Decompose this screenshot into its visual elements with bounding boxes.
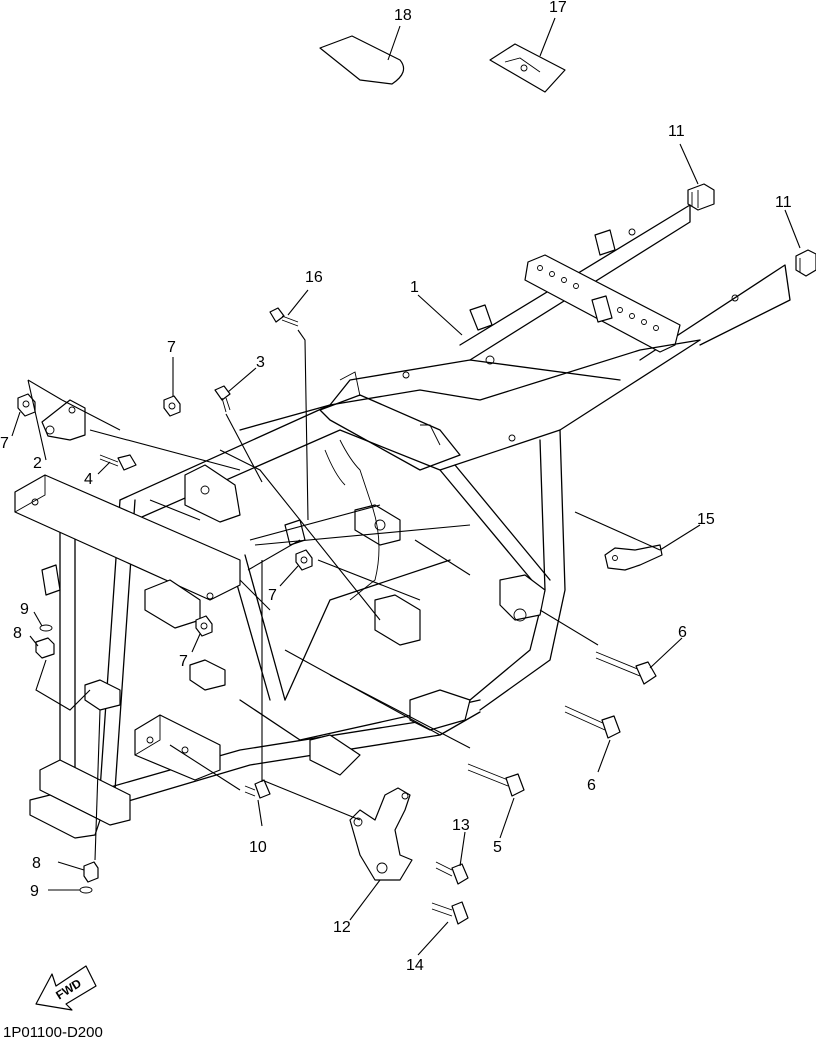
part-11-cap-left [687,183,715,211]
part-15-bracket [604,544,663,571]
part-11-cap-right [795,249,816,277]
callout-13: 13 [452,817,470,834]
callout-labels: 18 17 11 11 1 16 3 7 7 2 4 15 7 9 8 7 6 … [0,0,792,974]
callout-3: 3 [256,354,265,371]
part-13-bolt [435,861,469,885]
part-9-oring-lower [79,886,93,894]
callout-5: 5 [493,839,502,856]
callout-8-lower: 8 [32,855,41,872]
part-3-bolt [214,385,231,413]
part-10-bolt [244,779,271,799]
callout-4: 4 [84,471,93,488]
callout-16: 16 [305,269,323,286]
part-4-bolt [99,454,137,471]
callout-11-right: 11 [775,194,792,211]
callout-1: 1 [410,279,419,296]
callout-17: 17 [549,0,567,16]
callout-7-left: 7 [0,435,9,452]
callout-18: 18 [394,7,412,24]
callout-8-upper: 8 [13,625,22,642]
part-6-bolt-upper [595,651,657,685]
cross-plate-holes [537,265,659,331]
callout-6-lower: 6 [587,777,596,794]
part-2-bracket [41,399,86,441]
callout-7-lower: 7 [179,653,188,670]
part-7-collar-d [195,615,213,637]
callout-7-top: 7 [167,339,176,356]
part-6-bolt-lower [564,705,621,739]
part-7-collar-b [163,395,181,417]
part-5-bolt [467,763,525,797]
fwd-arrow-icon: FWD [35,965,97,1011]
part-17-plate [489,43,566,93]
callout-6-upper: 6 [678,624,687,641]
part-1-main-frame [14,204,791,839]
part-7-collar-c [295,549,313,571]
diagram-code: 1P01100-D200 [3,1024,103,1040]
part-16-bolt [269,307,299,327]
callout-9-upper: 9 [20,601,29,618]
callout-14: 14 [406,957,424,974]
part-8-collar-upper [35,637,55,659]
leader-lines [11,17,801,956]
part-14-bolt [431,901,469,925]
callout-2: 2 [33,455,42,472]
part-8-collar-lower [83,861,99,883]
callout-11-left: 11 [668,123,685,140]
callout-9-lower: 9 [30,883,39,900]
part-12-bracket [349,787,413,881]
part-9-oring-upper [39,624,53,632]
callout-7-mid: 7 [268,587,277,604]
callout-12: 12 [333,919,351,936]
callout-10: 10 [249,839,267,856]
part-18-pad [319,35,405,85]
callout-15: 15 [697,511,715,528]
